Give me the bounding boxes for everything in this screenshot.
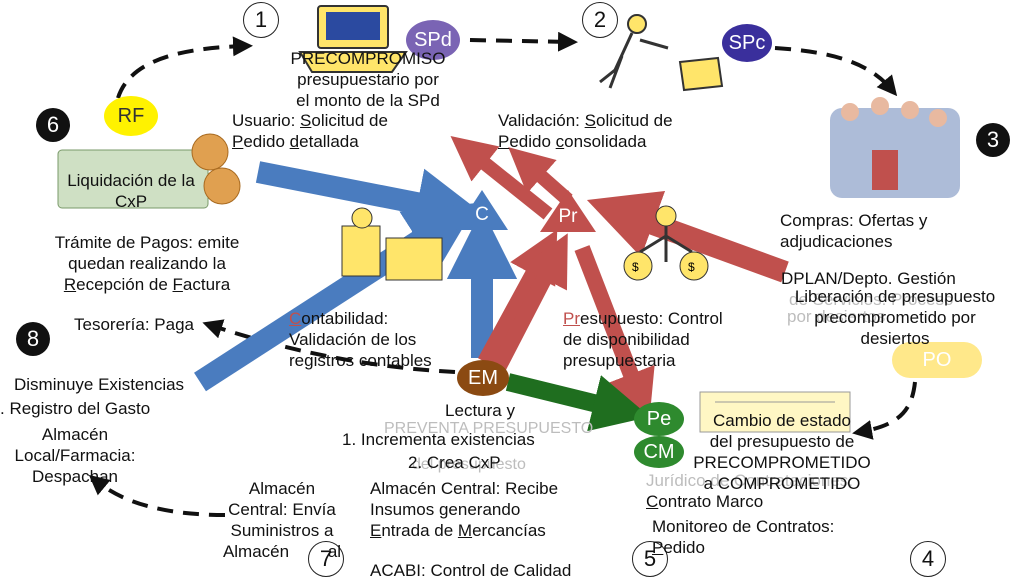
presupuesto-text: Presupuesto: Control de disponibilidad p…	[563, 309, 723, 370]
juridico-contratos-text: Jurídico de Contrataciones: Contrato Mar…	[646, 471, 853, 557]
step-number-3: 3	[976, 123, 1010, 157]
usuario-solicitud-text: Usuario: Solicitud de Pedido detallada	[232, 111, 388, 151]
cycle-arrow-4-5	[852, 381, 917, 440]
svg-text:$: $	[688, 260, 695, 274]
acabi-text: ACABI: Control de Calidad	[370, 561, 572, 580]
almacen-envia-text: Almacén Central: Envía Suministros a Alm…	[222, 479, 342, 561]
computer-illustration	[298, 5, 408, 73]
almacen-recibe-text: Almacén Central: Recibe Insumos generand…	[370, 479, 559, 540]
blue-arrow-liquidacion	[255, 161, 487, 238]
tesoreria-text: Tesorería: Paga	[74, 315, 195, 334]
incrementa-existencias-text: 1. Incrementa existencias	[342, 430, 535, 449]
ghost-presupuesto-text: del presupuesto	[412, 456, 526, 473]
badge-po: PO	[892, 342, 982, 378]
crowd-illustration	[830, 97, 960, 198]
badge-rf: RF	[104, 96, 158, 136]
red-arrow-pr-pe	[574, 245, 655, 422]
cycle-arrow-1-2	[469, 31, 578, 52]
dplan-text: DPLAN/Depto. Gestión de Servicios: Proce…	[781, 269, 956, 326]
worker-with-box-illustration	[599, 14, 724, 92]
green-arrow-em-pe	[505, 373, 650, 432]
lectura-text: Lectura y	[445, 401, 515, 420]
cycle-arrow-2-3	[774, 46, 898, 97]
badge-em: EM	[457, 360, 509, 396]
step-number-7: 7	[308, 541, 344, 577]
step-number-2: 2	[582, 2, 618, 38]
ghost-preventa-text: PREVENTA PRESUPUESTO	[384, 420, 594, 437]
validacion-solicitud-text: Validación: Solicitud de Pedido consolid…	[498, 111, 673, 151]
cycle-arrow-em-tesoreria	[202, 319, 456, 374]
red-arrow-validacion	[450, 136, 553, 220]
red-arrow-em-pr-2	[490, 233, 568, 372]
badge-pe: Pe	[634, 402, 684, 436]
step-number-8: 8	[16, 322, 50, 356]
tramite-pagos-text: Trámite de Pagos: emite quedan realizand…	[54, 233, 240, 294]
red-arrow-pr-up	[508, 147, 573, 206]
svg-text:$: $	[632, 260, 639, 274]
step-number-4: 4	[910, 541, 946, 577]
accountant-illustration	[341, 207, 443, 281]
disminuye-existencias-text: Disminuye Existencias	[14, 375, 185, 394]
document-illustration	[699, 391, 851, 433]
red-arrow-dplan	[586, 190, 789, 283]
registro-gasto-text: . Registro del Gasto	[0, 399, 151, 418]
step-number-6: 6	[36, 108, 70, 142]
badge-spc: SPc	[722, 24, 772, 62]
money-stack-illustration	[57, 133, 241, 209]
crea-cxp-text: 2. Crea CxP	[408, 453, 501, 472]
badge-spd: SPd	[406, 20, 460, 60]
step-number-1: 1	[243, 2, 279, 38]
money-bags-illustration: $ $	[623, 205, 709, 281]
cycle-arrow-6-1	[116, 36, 253, 99]
contabilidad-text: Contabilidad: Validación de los registro…	[289, 309, 432, 370]
badge-cm: CM	[634, 436, 684, 468]
